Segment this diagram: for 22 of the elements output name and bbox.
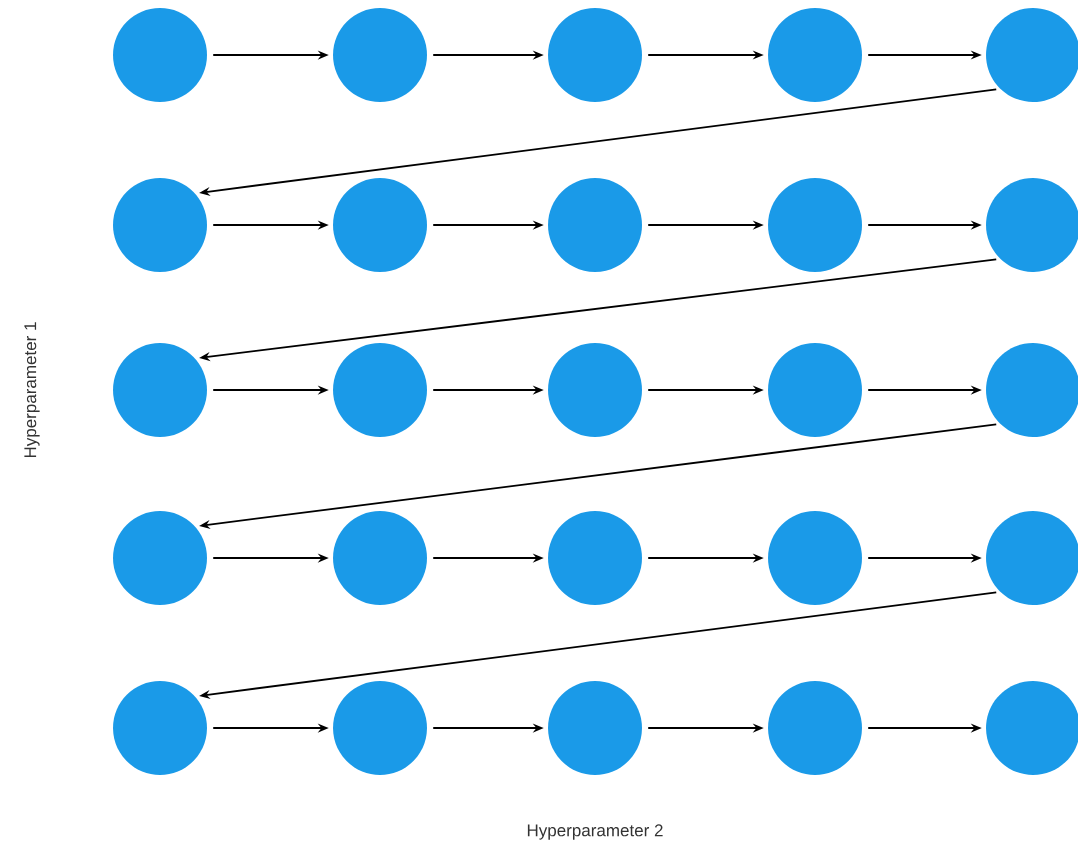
circle <box>113 343 207 437</box>
circle <box>768 343 862 437</box>
circle <box>768 681 862 775</box>
circle <box>768 8 862 102</box>
circle <box>333 681 427 775</box>
circle <box>333 511 427 605</box>
circle <box>113 681 207 775</box>
circle <box>333 8 427 102</box>
circle <box>548 178 642 272</box>
circle <box>113 8 207 102</box>
circle <box>768 178 862 272</box>
axis-label: Hyperparameter 2 <box>527 824 663 840</box>
circle <box>113 511 207 605</box>
circle <box>333 343 427 437</box>
circle <box>768 511 862 605</box>
circle <box>548 681 642 775</box>
circle <box>548 343 642 437</box>
axis-label: Hyperparameter 1 <box>24 322 40 458</box>
circle <box>113 178 207 272</box>
circle <box>333 178 427 272</box>
circle <box>548 511 642 605</box>
circle <box>548 8 642 102</box>
